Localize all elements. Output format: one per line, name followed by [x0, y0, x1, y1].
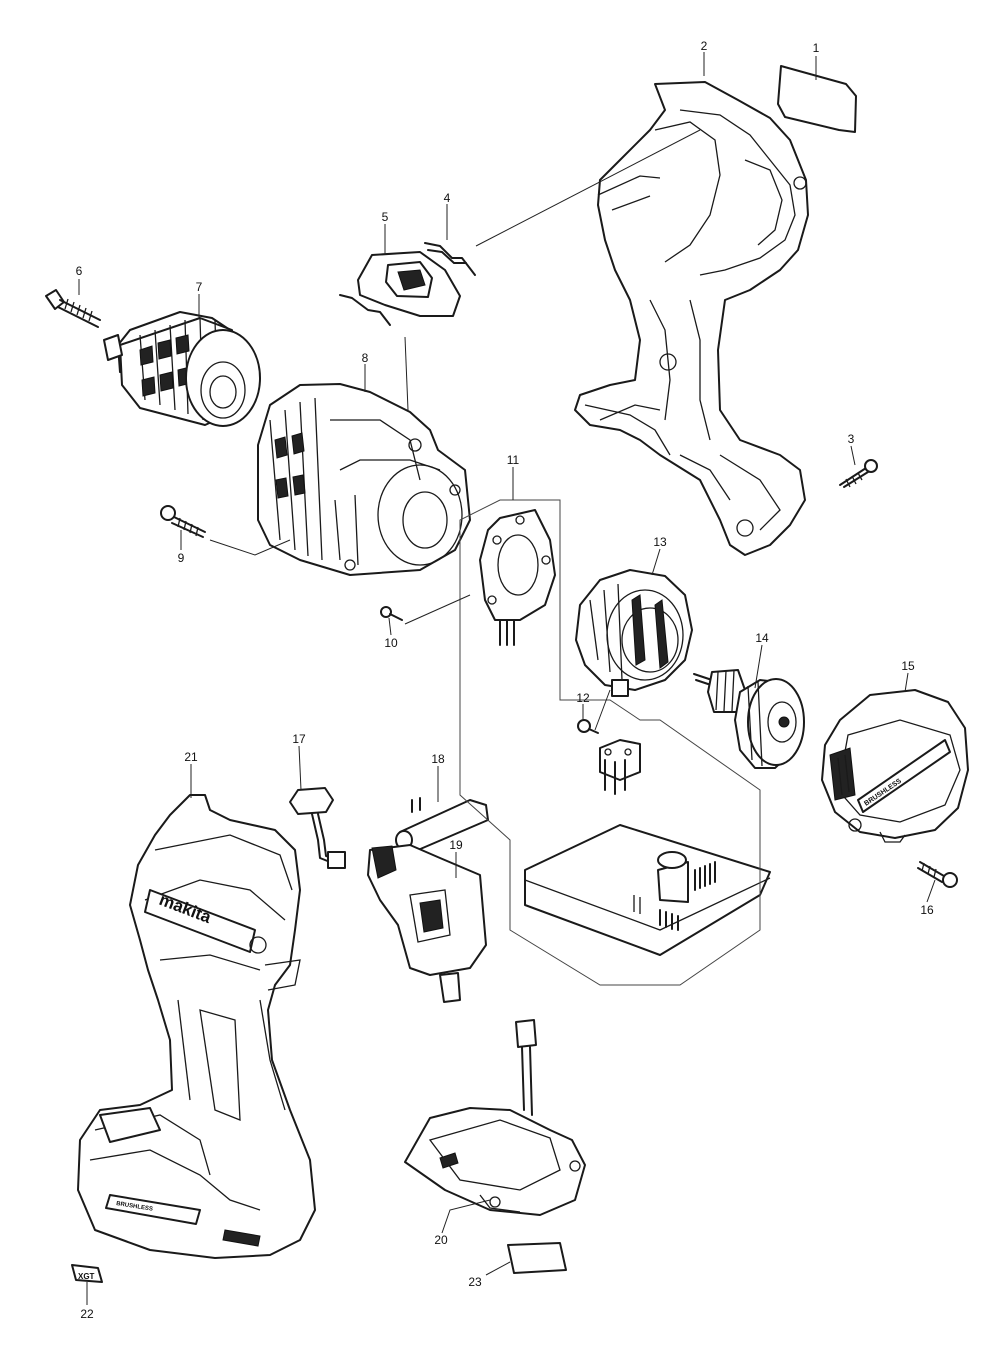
part-2-housing-right — [574, 81, 809, 556]
part-1-label-plate — [777, 65, 857, 133]
callout-16: 16 — [920, 903, 934, 917]
part-8-gear-assembly — [257, 383, 471, 576]
part-20-controller — [404, 1019, 586, 1216]
callout-7: 7 — [196, 280, 203, 294]
part-21-housing-left: makita BRUSHLESS — [77, 794, 316, 1259]
brushless-marking-side: BRUSHLESS — [116, 1201, 153, 1213]
callout-15: 15 — [901, 659, 915, 673]
part-9-screw — [160, 505, 206, 538]
part-10-screw — [380, 606, 403, 621]
callout-18: 18 — [431, 752, 445, 766]
callout-14: 14 — [755, 631, 769, 645]
part-6-screw — [45, 289, 101, 328]
part-16-screw — [917, 861, 958, 888]
part-3-screw — [839, 459, 878, 488]
part-19-switch — [367, 844, 487, 1003]
part-23-label — [507, 1242, 567, 1274]
part-15-rear-cover: BRUSHLESS — [821, 689, 969, 843]
callout-22: 22 — [80, 1307, 94, 1321]
part-18-capacitor — [395, 797, 489, 851]
part-4-spring-clip — [424, 242, 476, 276]
callout-21: 21 — [184, 750, 198, 764]
motor-group-outline — [459, 499, 761, 986]
part-7-keyless-chuck — [103, 311, 261, 427]
terminal-block — [599, 739, 641, 795]
callout-23: 23 — [468, 1275, 482, 1289]
callout-6: 6 — [76, 264, 83, 278]
part-12-screw — [577, 719, 599, 734]
callout-5: 5 — [382, 210, 389, 224]
callout-19: 19 — [449, 838, 463, 852]
callout-17: 17 — [292, 732, 306, 746]
callout-numbers: 1 2 3 4 5 6 7 8 9 10 11 12 13 14 15 16 1… — [76, 39, 934, 1321]
part-5-speed-change-lever — [339, 251, 461, 326]
callout-9: 9 — [178, 551, 185, 565]
callout-10: 10 — [384, 636, 398, 650]
callout-13: 13 — [653, 535, 667, 549]
part-11-sensor-plate — [479, 509, 556, 646]
callout-12: 12 — [576, 691, 590, 705]
leader-lines — [78, 52, 936, 1305]
part-13-stator — [575, 569, 693, 697]
xgt-badge-text: XGT — [78, 1272, 95, 1281]
callout-1: 1 — [813, 41, 820, 55]
electronics-board-block — [524, 824, 771, 956]
part-17-led-wire — [289, 787, 346, 869]
callout-4: 4 — [444, 191, 451, 205]
part-14-rotor — [693, 669, 805, 769]
callout-3: 3 — [848, 432, 855, 446]
callout-8: 8 — [362, 351, 369, 365]
callout-11: 11 — [507, 453, 520, 467]
callout-2: 2 — [701, 39, 708, 53]
part-22-xgt-badge: XGT — [71, 1264, 103, 1283]
callout-20: 20 — [434, 1233, 448, 1247]
